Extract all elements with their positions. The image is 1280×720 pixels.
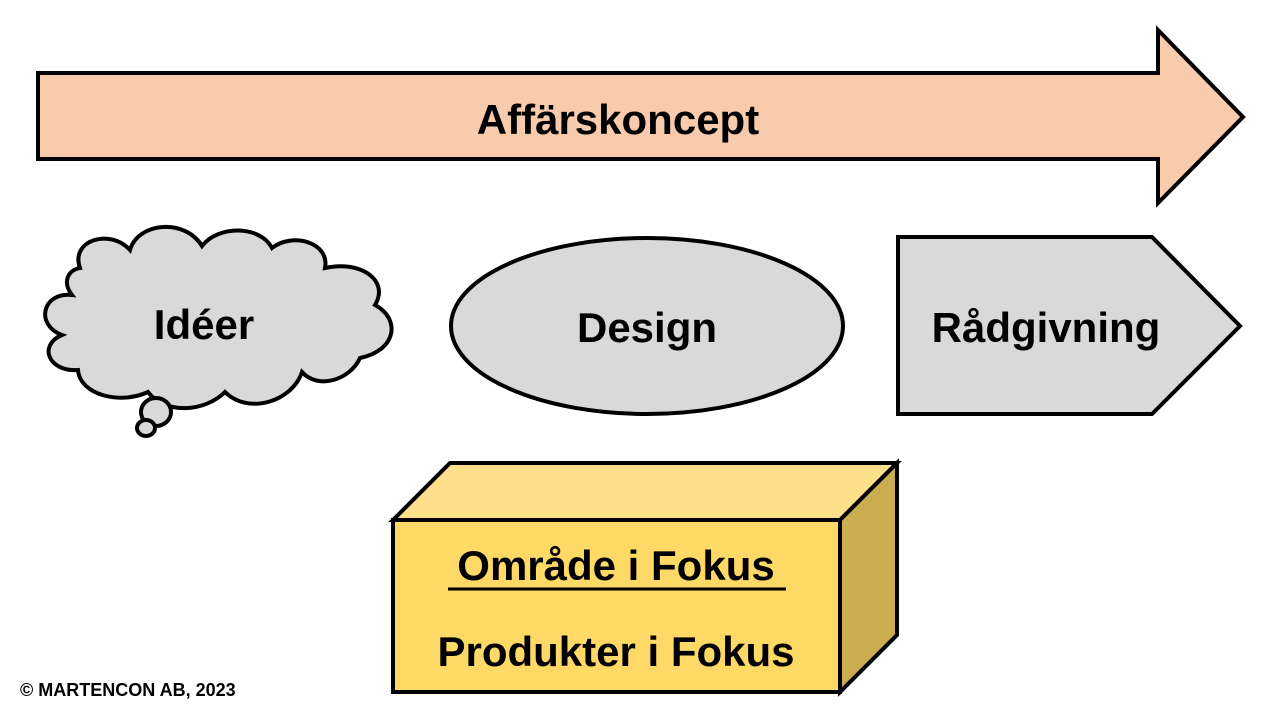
box-top-face [388, 461, 902, 522]
ellipse-shape [449, 236, 845, 416]
design-ellipse: Design [449, 236, 845, 416]
arrow-label: Affärskoncept [477, 96, 759, 143]
pentagon-label: Rådgivning [932, 304, 1161, 351]
copyright-text: © MARTENCON AB, 2023 [20, 680, 236, 700]
ideer-cloud: Idéer [43, 224, 394, 438]
ellipse-label: Design [577, 304, 717, 351]
box-line1: Område i Fokus [457, 542, 774, 589]
fokus-box: Område i Fokus Produkter i Fokus [388, 458, 902, 697]
box-line2: Produkter i Fokus [437, 628, 794, 675]
pentagon-shape [896, 235, 1243, 416]
affarskoncept-arrow: Affärskoncept [36, 25, 1246, 208]
cloud-bubble-small [135, 418, 157, 438]
radgivning-pentagon: Rådgivning [896, 235, 1243, 416]
cloud-shape [43, 224, 394, 411]
arrow-shape [36, 25, 1246, 208]
box-front-face [391, 518, 842, 694]
cloud-label: Idéer [154, 301, 254, 348]
